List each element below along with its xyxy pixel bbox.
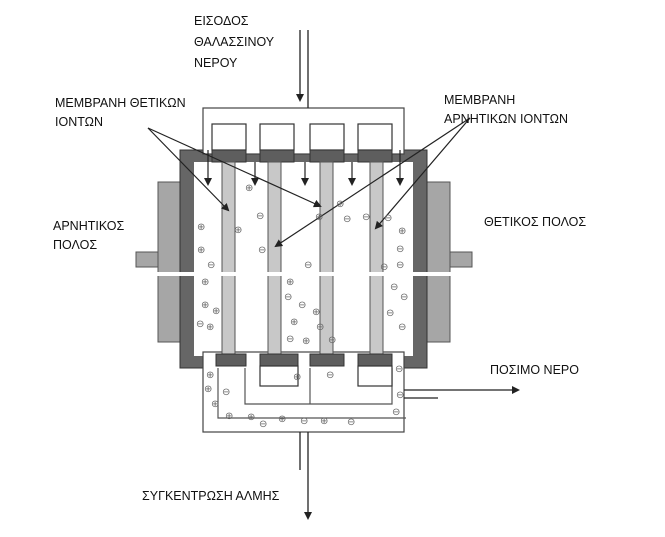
positive-ion: ⊕ [206, 370, 214, 381]
positive-ion: ⊕ [225, 411, 233, 422]
negative-ion: ⊖ [396, 390, 404, 401]
negative-electrode [157, 181, 183, 343]
brine-label: ΣΥΓΚΕΝΤΡΩΣΗ ΑΛΜΗΣ [142, 489, 280, 503]
positive-ion: ⊕ [286, 277, 294, 288]
inlet-arrow [296, 30, 309, 108]
negative-ion: ⊖ [284, 292, 292, 303]
positive-ion: ⊕ [201, 300, 209, 311]
positive-ion: ⊕ [211, 399, 219, 410]
positive-ion: ⊕ [201, 277, 209, 288]
top-caps [211, 123, 393, 163]
negative-ion: ⊖ [347, 417, 355, 428]
negative-ion: ⊖ [196, 319, 204, 330]
negative-ion: ⊖ [298, 300, 306, 311]
inlet-label: ΕΙΣΟΔΟΣ ΘΑΛΑΣΣΙΝΟΥ ΝΕΡΟΥ [194, 14, 275, 70]
positive-ion: ⊕ [290, 317, 298, 328]
cation-membrane-label: ΜΕΜΒΡΑΝΗ ΘΕΤΙΚΩΝ ΙΟΝΤΩΝ [55, 96, 186, 129]
negative-ion: ⊖ [380, 262, 388, 273]
positive-ion: ⊕ [206, 322, 214, 333]
positive-terminal [447, 251, 473, 268]
positive-electrode [425, 181, 451, 343]
negative-ion: ⊖ [386, 308, 394, 319]
positive-ion: ⊕ [312, 307, 320, 318]
negative-ion: ⊖ [398, 322, 406, 333]
positive-pole-label: ΘΕΤΙΚΟΣ ΠΟΛΟΣ [484, 215, 587, 229]
positive-ion: ⊕ [293, 372, 301, 383]
negative-ion: ⊖ [300, 416, 308, 427]
leader-lines [147, 117, 471, 248]
brine-arrow [299, 432, 312, 520]
negative-ion: ⊖ [384, 213, 392, 224]
negative-ion: ⊖ [390, 282, 398, 293]
positive-ion: ⊕ [315, 212, 323, 223]
bottom-caps [215, 353, 393, 387]
negative-ion: ⊖ [207, 260, 215, 271]
positive-ion: ⊕ [316, 322, 324, 333]
positive-ion: ⊕ [212, 306, 220, 317]
positive-ion: ⊕ [234, 225, 242, 236]
negative-ion: ⊖ [392, 407, 400, 418]
negative-ion: ⊖ [396, 244, 404, 255]
ions: ⊕ ⊕ ⊖ ⊕ ⊕ ⊖ ⊖ ⊕ ⊕ ⊕ ⊕ ⊖ ⊕ ⊖ ⊖ ⊕ ⊖ ⊕ ⊖ ⊕ … [196, 183, 408, 430]
negative-ion: ⊖ [326, 370, 334, 381]
positive-ion: ⊕ [336, 199, 344, 210]
negative-terminal [135, 251, 161, 268]
drinking-water-label: ΠΟΣΙΜΟ ΝΕΡΟ [490, 363, 579, 377]
positive-ion: ⊕ [247, 412, 255, 423]
negative-ion: ⊖ [286, 334, 294, 345]
negative-ion: ⊖ [222, 387, 230, 398]
negative-ion: ⊖ [256, 211, 264, 222]
positive-ion: ⊕ [302, 336, 310, 347]
positive-ion: ⊕ [197, 245, 205, 256]
negative-ion: ⊖ [258, 245, 266, 256]
negative-ion: ⊖ [259, 419, 267, 430]
drinking-water-arrow [404, 386, 520, 399]
positive-ion: ⊕ [278, 414, 286, 425]
housing-gap [136, 272, 472, 276]
positive-ion: ⊕ [398, 226, 406, 237]
positive-ion: ⊕ [204, 384, 212, 395]
negative-ion: ⊖ [396, 260, 404, 271]
negative-pole-label: ΑΡΝΗΤΙΚΟΣ ΠΟΛΟΣ [53, 219, 125, 252]
negative-ion: ⊖ [343, 214, 351, 225]
flow-down-arrows [204, 150, 404, 186]
negative-ion: ⊖ [362, 212, 370, 223]
positive-ion: ⊕ [197, 222, 205, 233]
negative-ion: ⊖ [400, 292, 408, 303]
negative-ion: ⊖ [328, 335, 336, 346]
positive-ion: ⊕ [320, 416, 328, 427]
negative-ion: ⊖ [395, 364, 403, 375]
positive-ion: ⊕ [245, 183, 253, 194]
negative-ion: ⊖ [304, 260, 312, 271]
anion-membrane-label: ΜΕΜΒΡΑΝΗ ΑΡΝΗΤΙΚΩΝ ΙΟΝΤΩΝ [444, 93, 569, 126]
